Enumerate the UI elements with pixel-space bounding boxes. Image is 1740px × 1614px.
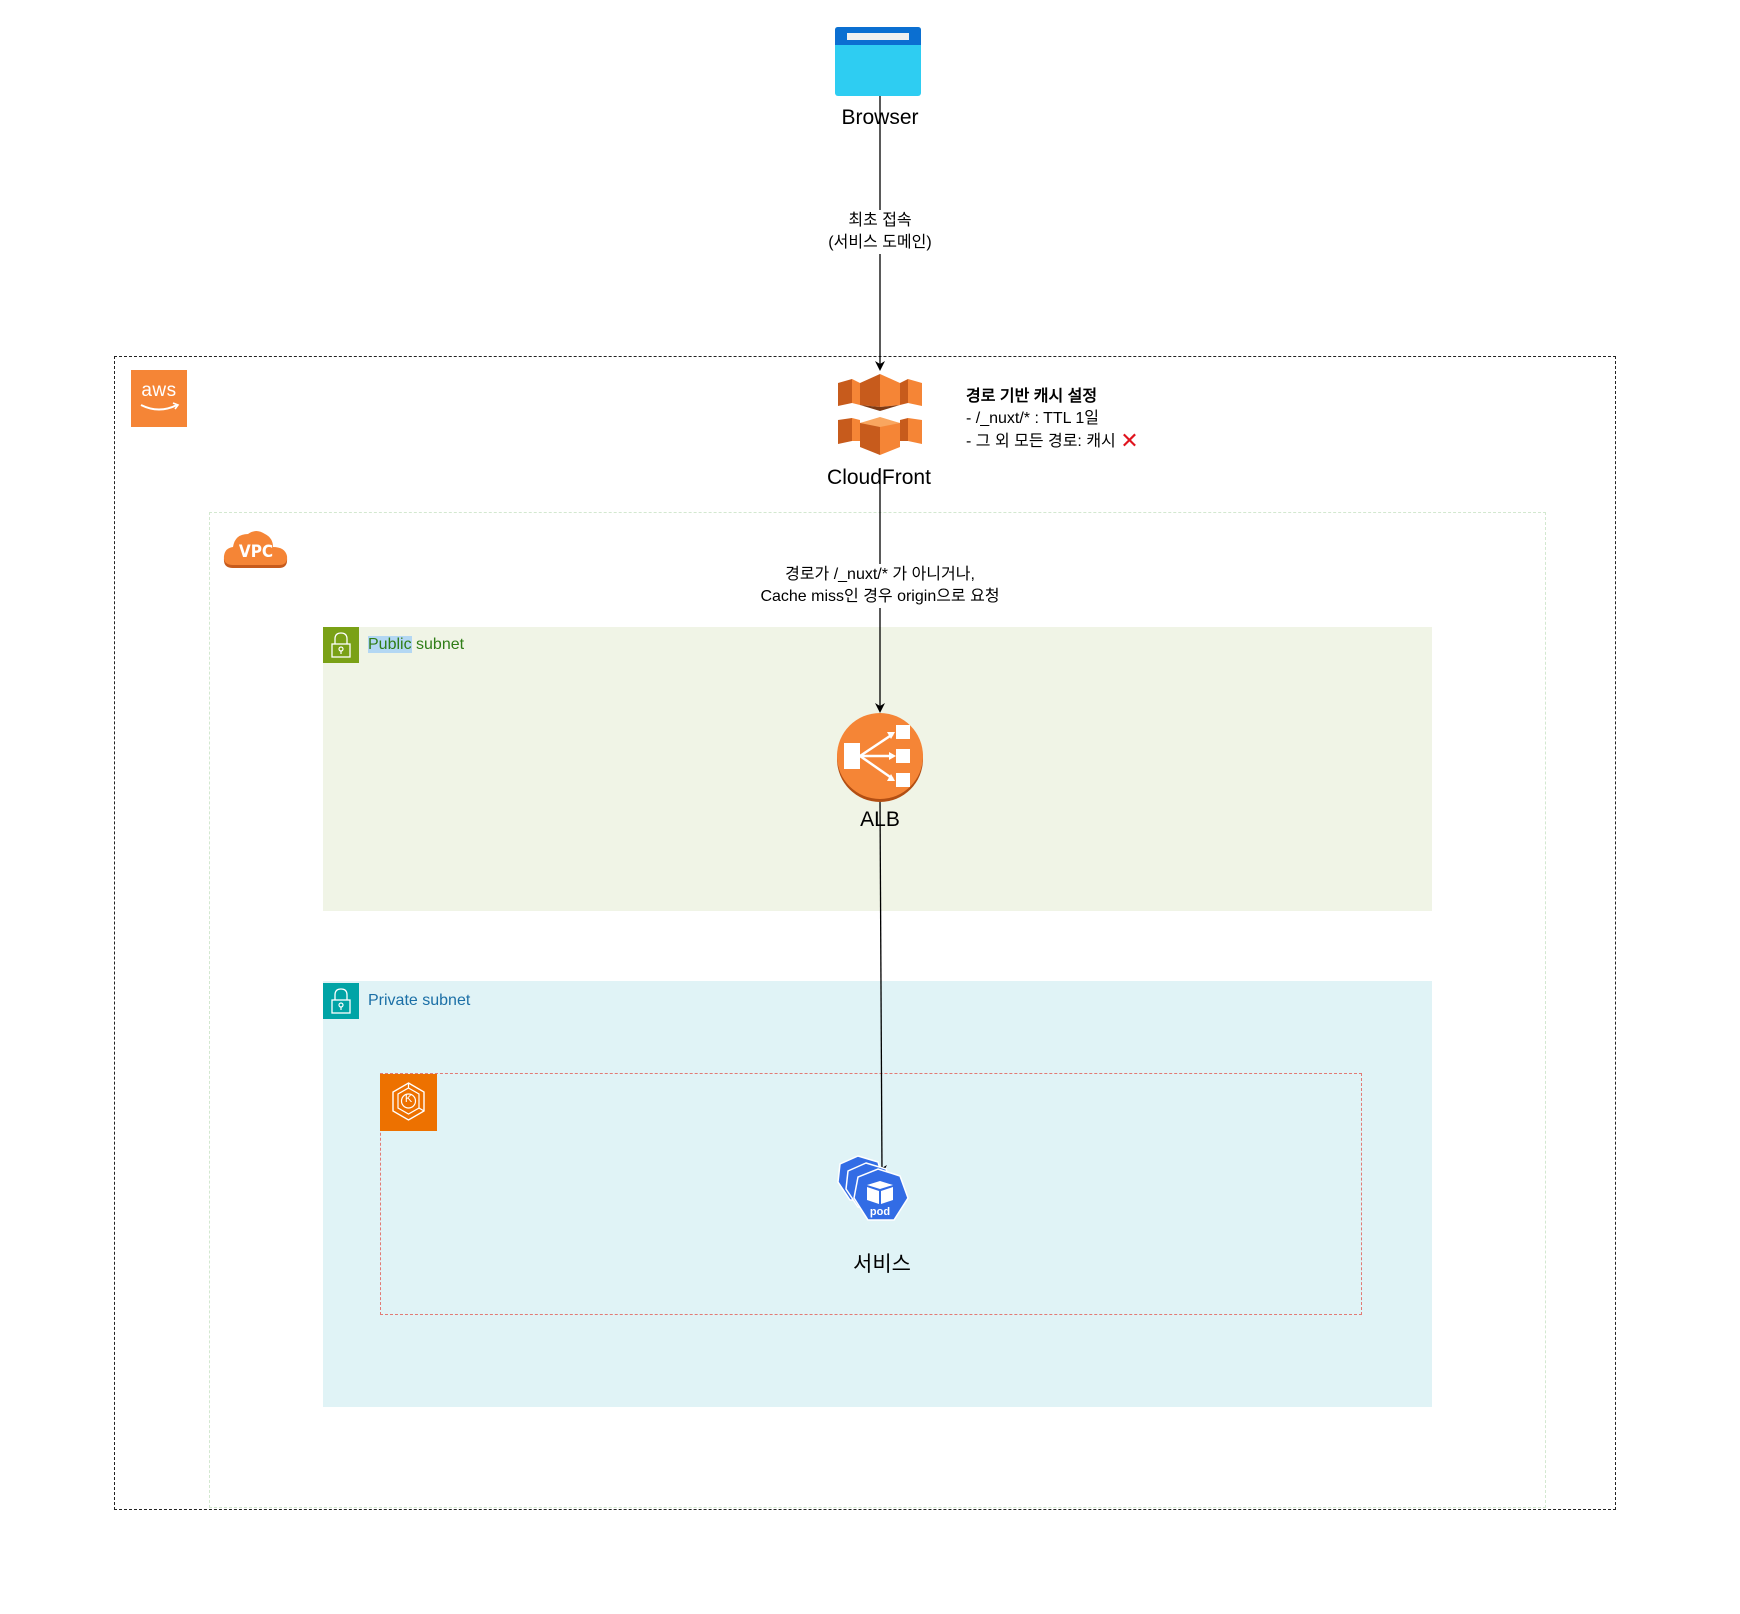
public-subnet-label-rest: subnet	[411, 636, 465, 653]
service-node[interactable]: pod	[832, 1154, 916, 1240]
aws-smile-icon	[140, 402, 180, 411]
edge-label-line2: Cache miss인 경우 origin으로 요청	[760, 588, 1000, 605]
edge-label-line1: 최초 접속	[848, 212, 912, 229]
vpc-logo-text: VPC	[238, 542, 274, 562]
eks-icon: K	[380, 1074, 437, 1131]
vpc-group	[209, 512, 1546, 1508]
edge-label-browser-cloudfront: 최초 접속 (서비스 도메인)	[780, 210, 980, 254]
edge-label-cloudfront-alb: 경로가 /_nuxt/* 가 아니거나, Cache miss인 경우 orig…	[720, 564, 1040, 608]
cloudfront-label: CloudFront	[827, 466, 931, 489]
public-subnet-lock-icon	[323, 627, 359, 663]
aws-logo-icon: aws	[131, 370, 187, 427]
private-subnet-label: Private subnet	[368, 992, 471, 1009]
red-x-icon: ✕	[1120, 428, 1139, 453]
browser-label: Browser	[841, 106, 919, 129]
eks-logo-text: K	[404, 1093, 413, 1105]
aws-cloud-group	[114, 356, 1616, 1510]
browser-node[interactable]	[835, 27, 921, 96]
load-balancer-icon	[837, 713, 923, 802]
public-subnet-label-highlighted: Public	[368, 636, 412, 653]
note-line2: - 그 외 모든 경로: 캐시 ✕	[966, 430, 1139, 453]
alb-node[interactable]	[836, 712, 924, 802]
edge-label-line1: 경로가 /_nuxt/* 가 아니거나,	[785, 566, 975, 583]
aws-logo-text: aws	[141, 380, 177, 401]
edge-alb-to-service[interactable]	[876, 799, 887, 1175]
vpc-cloud-icon: VPC	[223, 528, 289, 572]
pod-text: pod	[869, 1206, 891, 1218]
public-subnet-label: Public subnet	[368, 636, 464, 654]
note-line1: - /_nuxt/* : TTL 1일	[966, 410, 1099, 427]
edge-label-line2: (서비스 도메인)	[828, 234, 932, 251]
note-title: 경로 기반 캐시 설정	[966, 388, 1098, 405]
service-label: 서비스	[853, 1253, 911, 1276]
note-line2-text: - 그 외 모든 경로: 캐시	[966, 433, 1116, 450]
private-subnet-lock-icon	[323, 983, 359, 1019]
cache-policy-note: 경로 기반 캐시 설정 - /_nuxt/* : TTL 1일 - 그 외 모든…	[966, 386, 1139, 453]
browser-window-icon	[835, 27, 921, 96]
eks-cluster-group	[380, 1073, 1362, 1315]
kubernetes-pod-icon	[837, 1155, 909, 1221]
cloudfront-node[interactable]	[836, 371, 924, 457]
alb-label: ALB	[860, 808, 900, 831]
cloudfront-icon	[838, 374, 922, 455]
